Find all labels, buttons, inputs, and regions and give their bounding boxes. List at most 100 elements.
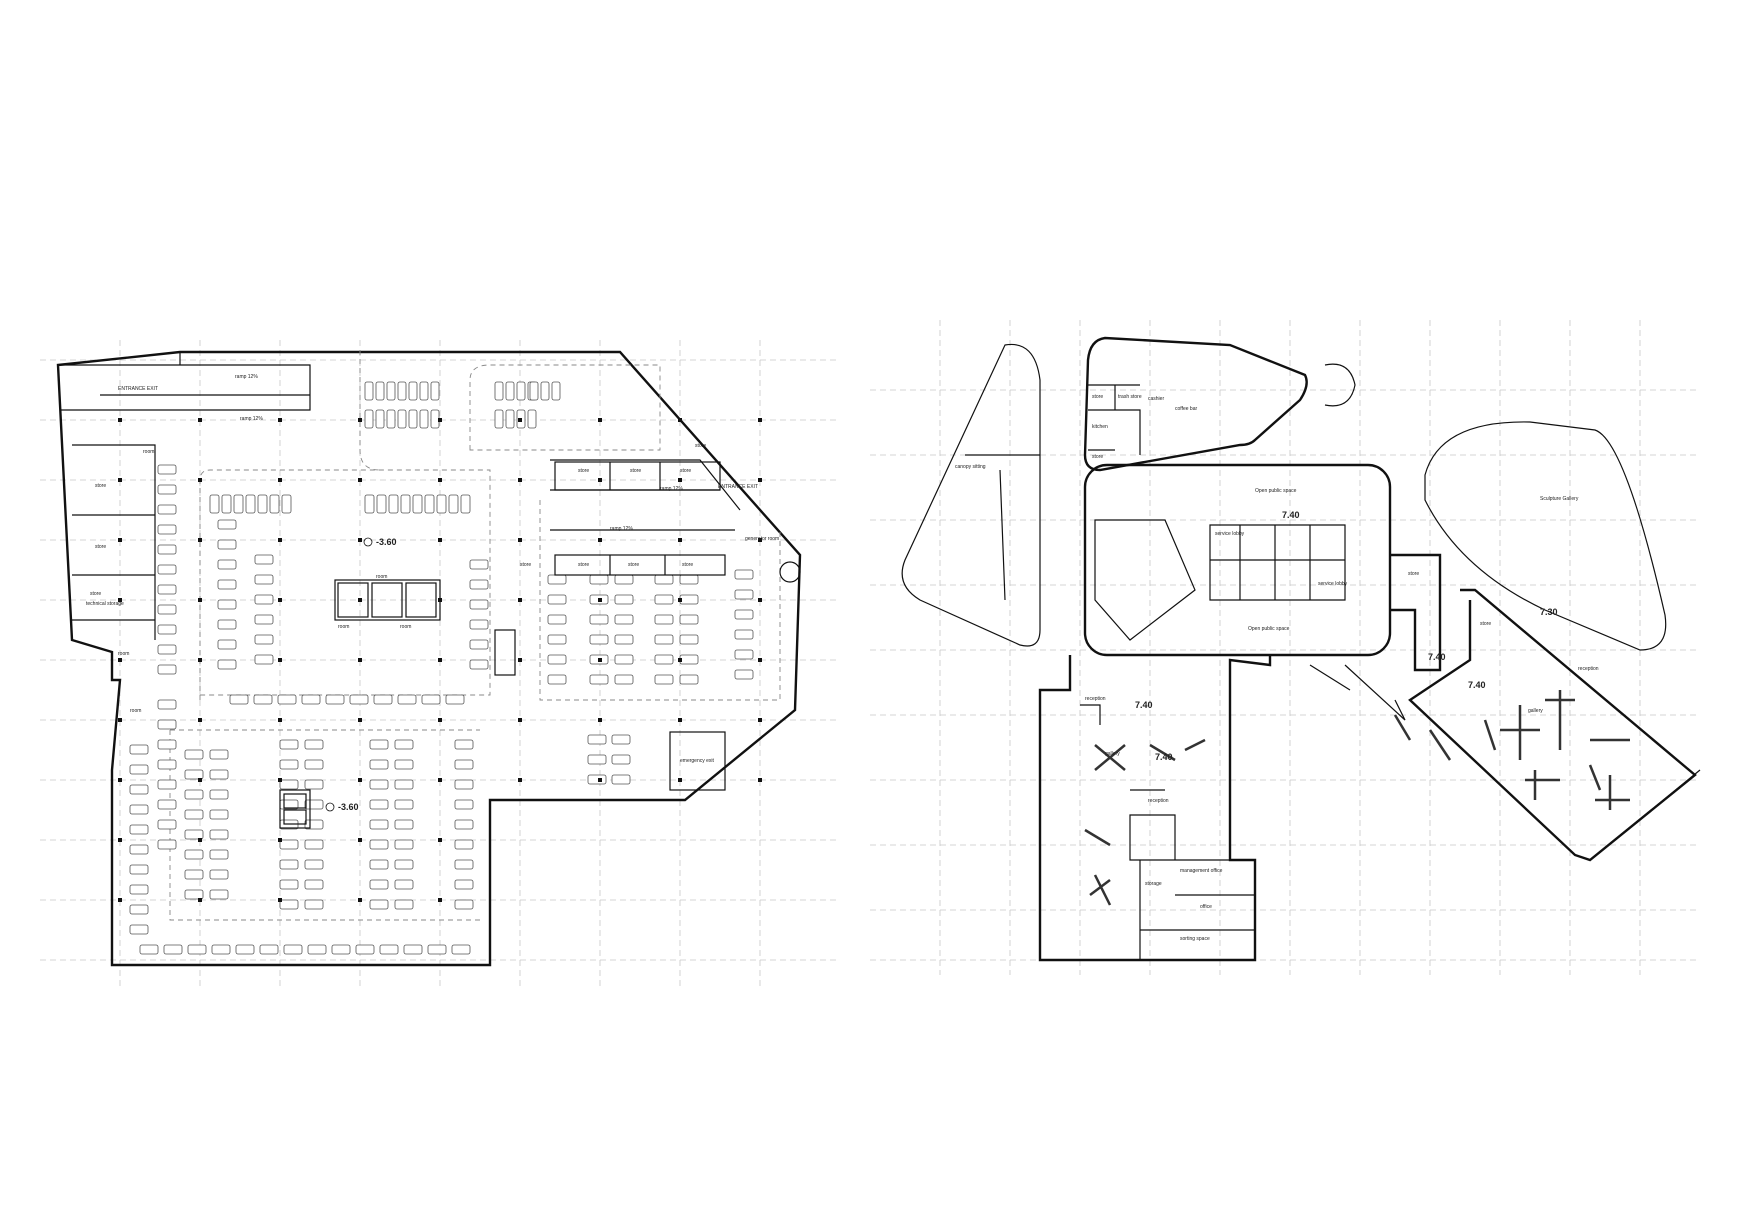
parking-car bbox=[235, 944, 255, 955]
parking-car bbox=[529, 381, 539, 401]
structural-column bbox=[358, 778, 362, 782]
room-label: emergency exit bbox=[680, 758, 715, 764]
structural-column bbox=[358, 478, 362, 482]
basement-room-labels: ENTRANCE EXIT store room store store tec… bbox=[86, 374, 779, 764]
parking-car bbox=[157, 464, 177, 475]
room-label: generator room bbox=[745, 536, 779, 542]
structural-column bbox=[678, 658, 682, 662]
parking-car bbox=[163, 944, 183, 955]
parking-car bbox=[375, 409, 385, 429]
sculpture-installation bbox=[1428, 729, 1452, 761]
structural-column bbox=[118, 898, 122, 902]
room-label: sorting space bbox=[1180, 936, 1210, 942]
parking-car bbox=[209, 889, 229, 900]
structural-column bbox=[438, 778, 442, 782]
parking-car bbox=[254, 574, 274, 585]
structural-column bbox=[758, 538, 762, 542]
parking-car bbox=[454, 759, 474, 770]
structural-column bbox=[118, 718, 122, 722]
room-label: store bbox=[578, 468, 589, 474]
room-label: store bbox=[1408, 571, 1419, 577]
parking-car bbox=[209, 809, 229, 820]
parking-car bbox=[394, 899, 414, 910]
parking-car bbox=[679, 654, 699, 665]
level-mark-text: 7.40 bbox=[1282, 510, 1300, 520]
parking-car bbox=[129, 924, 149, 935]
structural-column bbox=[358, 418, 362, 422]
parking-car bbox=[451, 944, 471, 955]
parking-car bbox=[394, 779, 414, 790]
lower-gallery-wing bbox=[1038, 655, 1272, 962]
parking-car bbox=[388, 494, 399, 514]
parking-car bbox=[184, 889, 204, 900]
structural-column bbox=[678, 718, 682, 722]
parking-car bbox=[184, 869, 204, 880]
parking-car bbox=[408, 409, 418, 429]
parking-car bbox=[424, 494, 435, 514]
structural-column bbox=[438, 598, 442, 602]
parking-car bbox=[394, 799, 414, 810]
parking-car bbox=[259, 944, 279, 955]
ground-level-marks: 7.40 7.40 7.40 7.40 7.30 7.40 bbox=[1135, 510, 1558, 762]
structural-column bbox=[438, 538, 442, 542]
parking-car bbox=[277, 694, 297, 705]
parking-car bbox=[304, 839, 324, 850]
parking-car bbox=[375, 381, 385, 401]
structural-column bbox=[518, 778, 522, 782]
basement-store-rooms bbox=[554, 461, 801, 791]
ground-floor-plan: 7.40 7.40 7.40 7.40 7.30 7.40 canopy sit… bbox=[870, 320, 1701, 975]
parking-car bbox=[469, 559, 489, 570]
parking-car bbox=[412, 494, 423, 514]
basement-level-mark-1: -3.60 bbox=[363, 537, 397, 547]
sculpture-installation bbox=[1149, 743, 1176, 762]
structural-column bbox=[118, 418, 122, 422]
structural-column bbox=[358, 658, 362, 662]
structural-column bbox=[278, 478, 282, 482]
parking-car bbox=[369, 819, 389, 830]
parking-car bbox=[589, 634, 609, 645]
parking-car bbox=[129, 884, 149, 895]
parking-car bbox=[209, 789, 229, 800]
parking-car bbox=[589, 574, 609, 585]
canopy-sitting-area bbox=[965, 454, 1040, 601]
parking-car bbox=[129, 904, 149, 915]
parking-car bbox=[611, 774, 631, 785]
structural-column bbox=[118, 538, 122, 542]
room-label: coffee bar bbox=[1175, 406, 1197, 412]
parking-car bbox=[369, 879, 389, 890]
parking-car bbox=[157, 544, 177, 555]
structural-column bbox=[678, 778, 682, 782]
parking-car bbox=[254, 614, 274, 625]
structural-column bbox=[518, 418, 522, 422]
room-label: cashier bbox=[1148, 396, 1164, 402]
sculpture-installation bbox=[1093, 874, 1112, 906]
parking-car bbox=[157, 664, 177, 675]
parking-car bbox=[547, 574, 567, 585]
parking-car bbox=[217, 519, 237, 530]
parking-car bbox=[430, 381, 440, 401]
structural-column bbox=[598, 418, 602, 422]
parking-car bbox=[129, 784, 149, 795]
parking-car bbox=[157, 779, 177, 790]
parking-car bbox=[614, 594, 634, 605]
structural-column bbox=[278, 418, 282, 422]
parking-car bbox=[279, 859, 299, 870]
room-label: store bbox=[578, 562, 589, 568]
structural-column bbox=[278, 718, 282, 722]
structural-column bbox=[198, 718, 202, 722]
level-mark-text: 7.30 bbox=[1540, 607, 1558, 617]
structural-column bbox=[278, 778, 282, 782]
parking-car bbox=[376, 494, 387, 514]
structural-column bbox=[518, 658, 522, 662]
parking-car bbox=[331, 944, 351, 955]
structural-column bbox=[198, 478, 202, 482]
parking-car bbox=[184, 789, 204, 800]
parking-car bbox=[304, 779, 324, 790]
parking-car bbox=[614, 654, 634, 665]
structural-column bbox=[358, 838, 362, 842]
parking-car bbox=[614, 574, 634, 585]
parking-car bbox=[436, 494, 447, 514]
structural-column bbox=[198, 538, 202, 542]
parking-car bbox=[254, 654, 274, 665]
structural-column bbox=[278, 658, 282, 662]
